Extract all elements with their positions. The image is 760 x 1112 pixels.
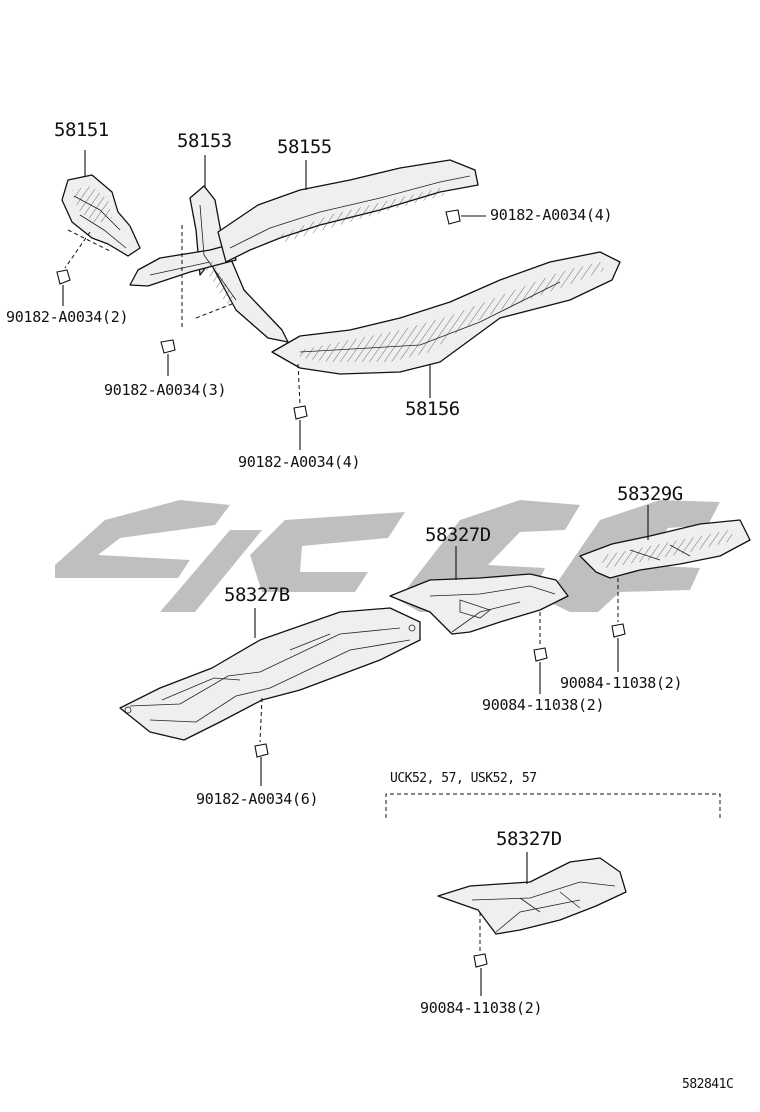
- part-58156-member: [271, 251, 621, 375]
- part-label-58156[interactable]: 58156: [405, 398, 460, 420]
- clip-58327d: [533, 647, 548, 662]
- dashline-58151: [64, 229, 113, 269]
- part-58329g-shield: [579, 519, 751, 579]
- clip-58327d-variant: [473, 953, 488, 968]
- part-58153-brace: [129, 185, 289, 343]
- dashline-58327b: [259, 697, 263, 743]
- clip-58155: [445, 209, 461, 225]
- part-label-58155[interactable]: 58155: [277, 136, 332, 158]
- clip-58327b: [254, 743, 269, 758]
- fastener-label-58327b[interactable]: 90182-A0034(6): [196, 790, 319, 808]
- fastener-label-58156[interactable]: 90182-A0034(4): [238, 453, 361, 471]
- part-label-58153[interactable]: 58153: [177, 130, 232, 152]
- dashline-58156: [297, 363, 301, 405]
- fastener-label-58151[interactable]: 90182-A0034(2): [6, 308, 129, 326]
- part-label-58327d[interactable]: 58327D: [425, 524, 491, 546]
- fastener-label-58329g[interactable]: 90084-11038(2): [560, 674, 683, 692]
- clip-58156: [293, 405, 308, 420]
- fastener-label-58327d[interactable]: 90084-11038(2): [482, 696, 605, 714]
- fastener-label-58327d-variant[interactable]: 90084-11038(2): [420, 999, 543, 1017]
- part-label-58329g[interactable]: 58329G: [617, 483, 683, 505]
- clip-58151: [56, 269, 71, 285]
- variant-bracket: [385, 793, 721, 818]
- fastener-label-58153[interactable]: 90182-A0034(3): [104, 381, 227, 399]
- part-label-58151[interactable]: 58151: [54, 119, 109, 141]
- part-58327d-variant-shield: [437, 857, 627, 935]
- part-58327d-shield: [389, 573, 569, 635]
- clip-58329g: [611, 623, 626, 638]
- variant-note: UCK52, 57, USK52, 57: [390, 771, 537, 786]
- clip-58153: [160, 339, 176, 354]
- dashline-58153: [181, 225, 233, 330]
- part-58155-member: [217, 159, 479, 263]
- fastener-label-58155[interactable]: 90182-A0034(4): [490, 206, 613, 224]
- part-58327b-pan: [119, 607, 421, 741]
- diagram-code: 582841C: [682, 1077, 734, 1092]
- part-label-58327d-variant[interactable]: 58327D: [496, 828, 562, 850]
- part-58151-bracket: [61, 174, 141, 257]
- part-label-58327b[interactable]: 58327B: [224, 584, 290, 606]
